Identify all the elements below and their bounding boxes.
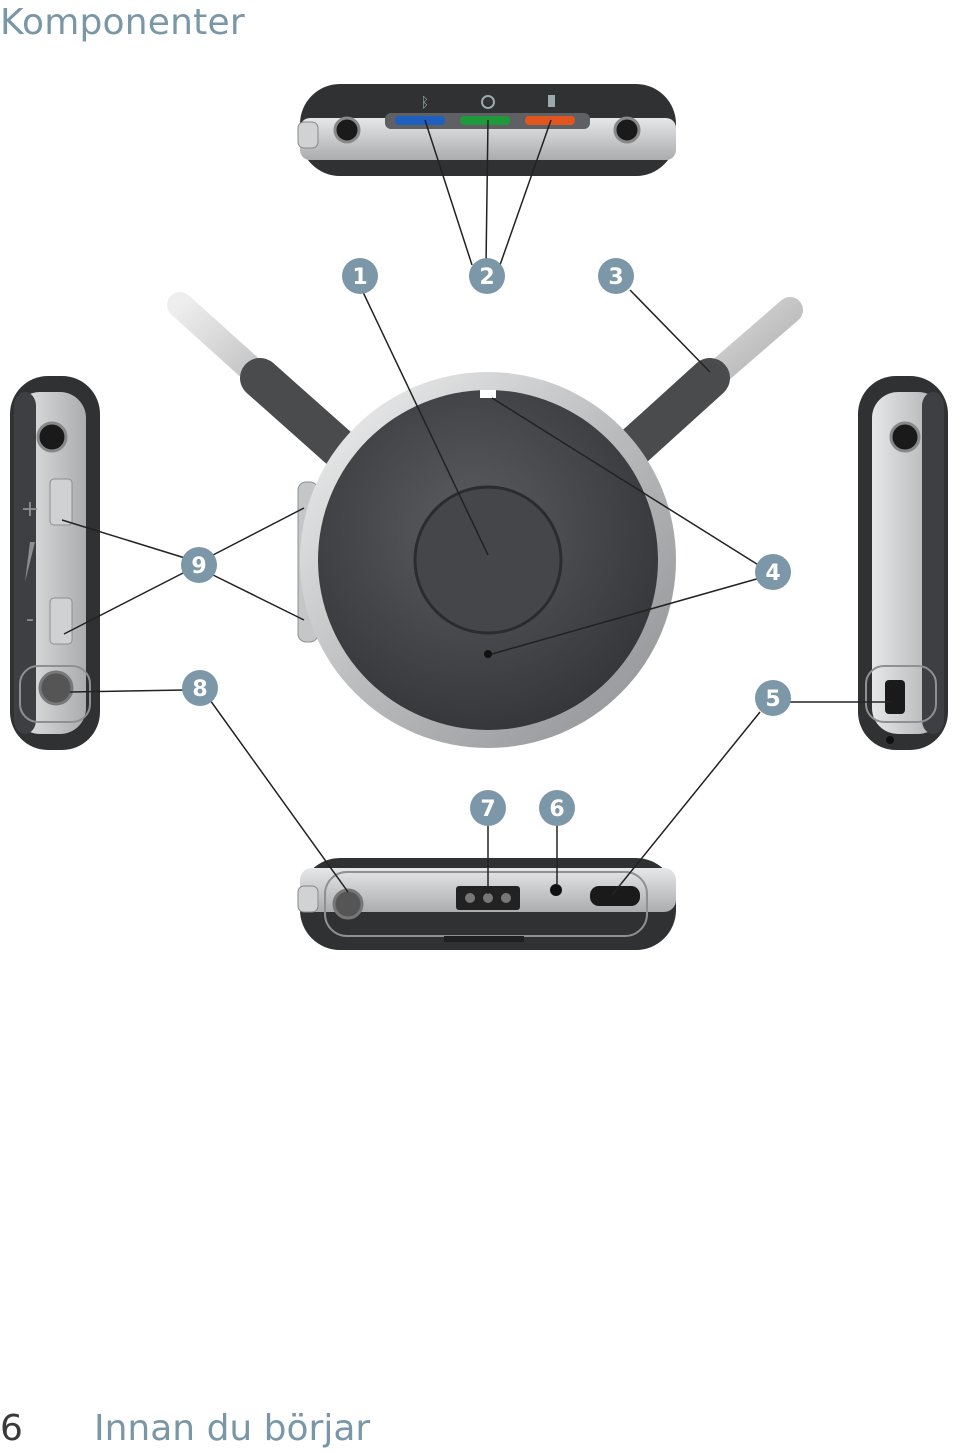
svg-text:8: 8 (192, 677, 207, 702)
neckloop-cable-right (605, 297, 803, 475)
device-left-side-view: + - (10, 376, 100, 750)
svg-text:5: 5 (765, 687, 780, 712)
usb-charging-port (885, 680, 905, 714)
callout-1: 1 (342, 258, 378, 294)
svg-text:3: 3 (608, 265, 623, 290)
minus-label: - (26, 607, 34, 632)
page-title: Komponenter (0, 2, 245, 43)
page-number: 6 (0, 1408, 23, 1449)
callout-7: 7 (470, 790, 506, 826)
device-front-view (297, 372, 676, 748)
neckloop-cable-left (167, 292, 370, 478)
led-blue (395, 116, 445, 125)
reset-hole (550, 884, 562, 896)
svg-text:ᛒ: ᛒ (421, 95, 429, 111)
callout-4: 4 (755, 554, 791, 590)
svg-text:7: 7 (480, 797, 495, 822)
led-orange (525, 116, 575, 125)
callout-9: 9 (181, 547, 217, 583)
svg-text:1: 1 (352, 265, 367, 290)
usb-port-bottom (590, 886, 640, 906)
svg-text:9: 9 (191, 554, 206, 579)
device-diagram: ᛒ + - (10, 84, 948, 950)
callout-6: 6 (539, 790, 575, 826)
callout-3: 3 (598, 258, 634, 294)
callout-2: 2 (469, 258, 505, 294)
svg-text:6: 6 (549, 797, 564, 822)
main-button (413, 485, 563, 635)
status-indicator (480, 390, 496, 398)
led-green (460, 116, 510, 125)
callout-8: 8 (182, 670, 218, 706)
svg-text:2: 2 (479, 265, 494, 290)
device-right-side-view (858, 376, 948, 750)
device-bottom-view (297, 858, 676, 950)
section-title: Innan du börjar (94, 1408, 371, 1449)
callout-5: 5 (755, 680, 791, 716)
audio-input-jack (38, 670, 74, 706)
svg-text:4: 4 (765, 561, 780, 586)
plus-label: + (21, 497, 39, 522)
